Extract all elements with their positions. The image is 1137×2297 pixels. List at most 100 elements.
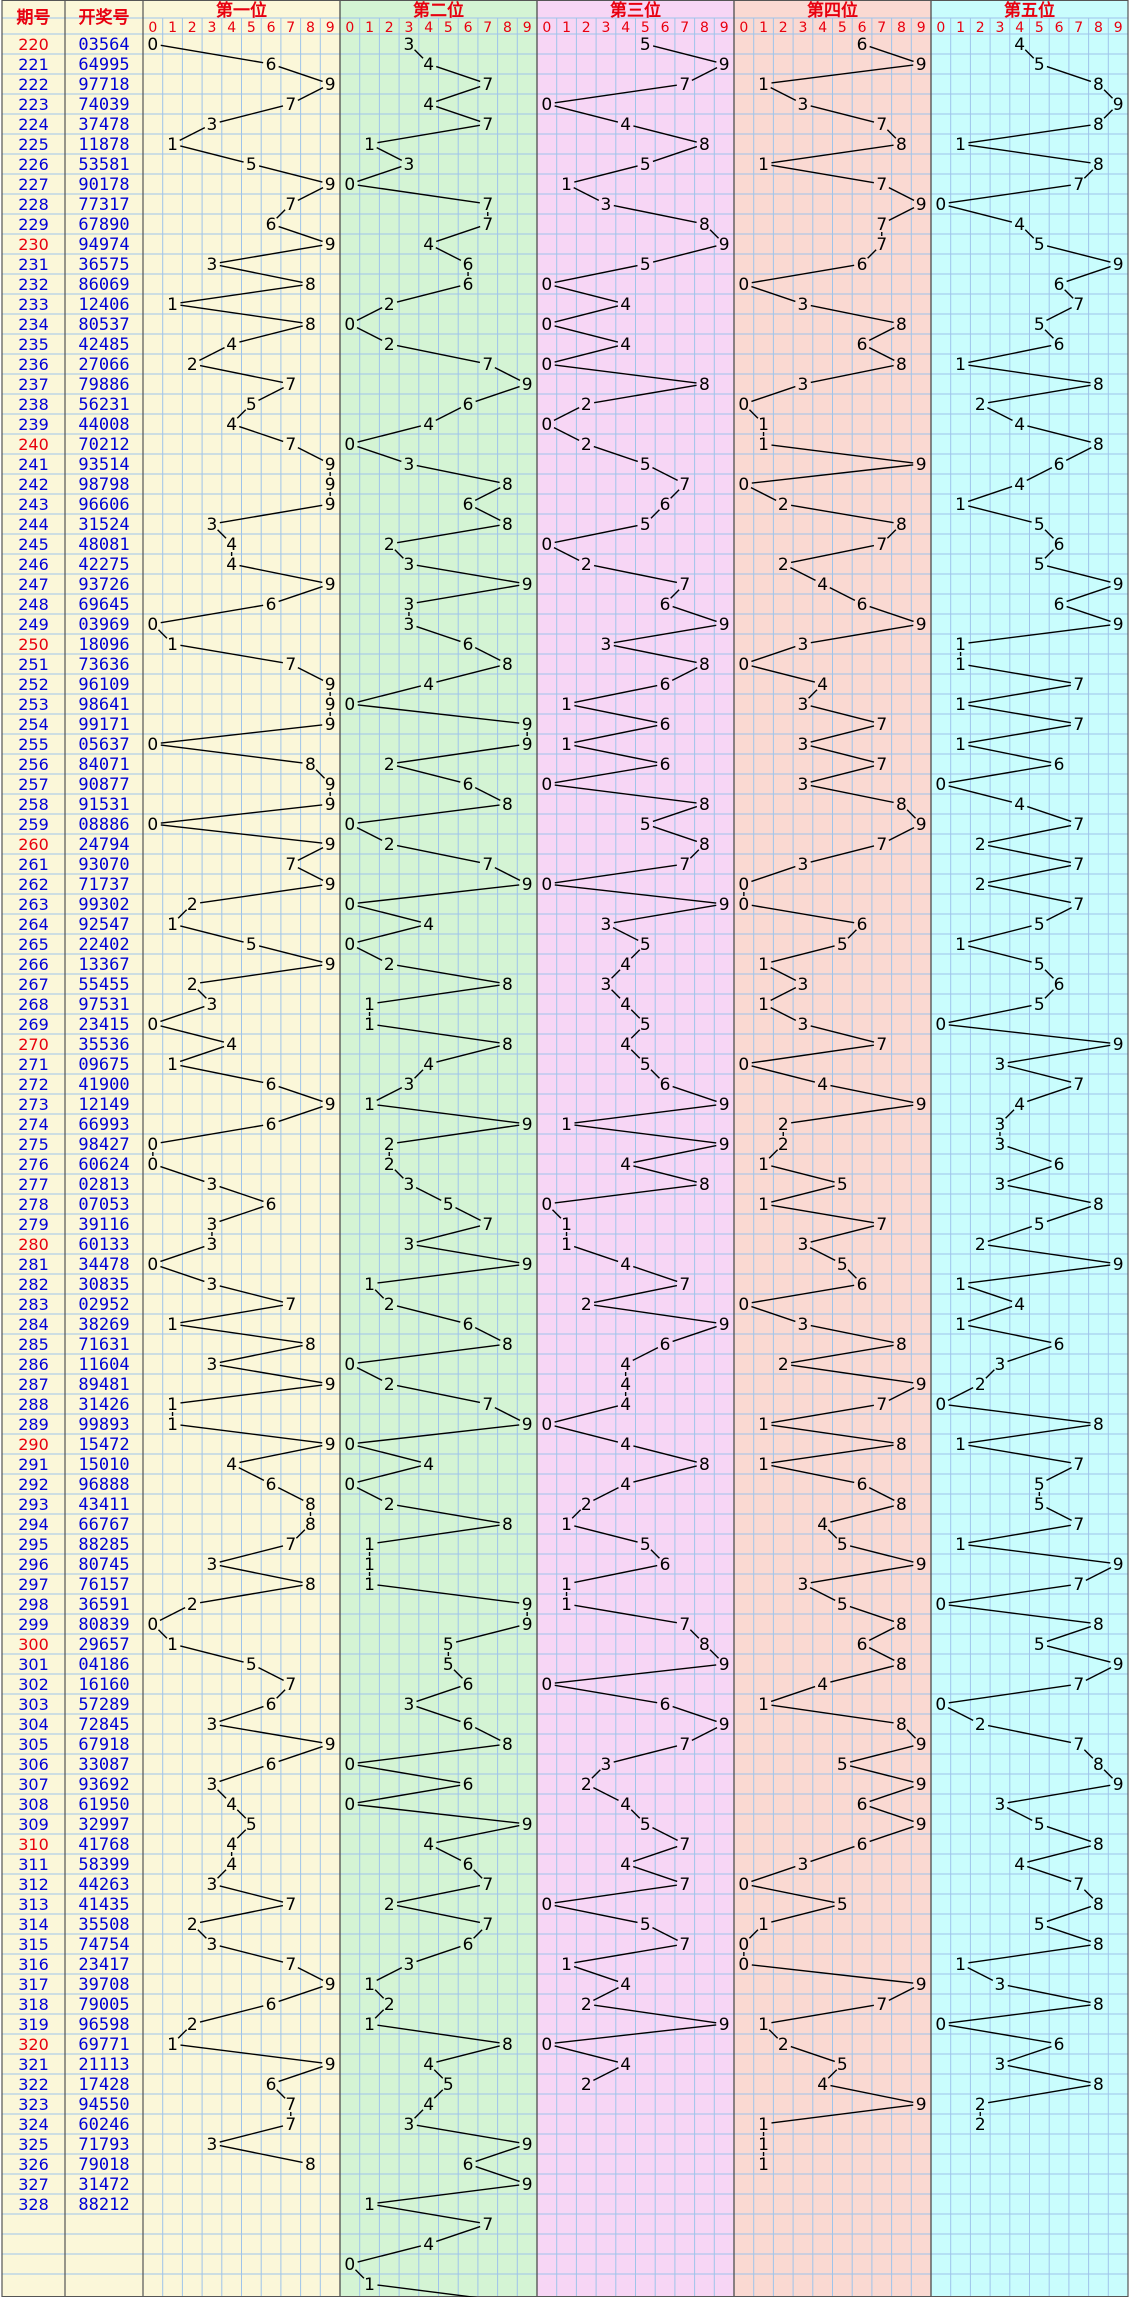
trend-digit: 3 [798,635,809,655]
trend-segment [1027,1845,1091,1863]
trend-segment [236,1829,247,1839]
trend-digit: 3 [207,1875,218,1895]
trend-segment [987,824,1072,844]
trend-digit: 9 [916,1815,927,1835]
trend-digit: 3 [404,2115,415,2135]
trend-segment [830,1505,894,1523]
trend-digit: 5 [837,2055,848,2075]
trend-segment [748,409,759,419]
period-cell: 325 [18,2135,49,2154]
trend-segment [180,1064,264,1084]
trend-segment [200,964,323,984]
position-header-3: 第三位 [610,0,661,21]
trend-digit: 3 [207,1355,218,1375]
trend-digit: 1 [167,295,178,315]
trend-segment [377,1264,520,1284]
period-cell: 265 [18,935,49,954]
number-cell: 09675 [78,1055,129,1075]
trend-digit: 5 [1034,1475,1045,1495]
trend-digit: 8 [502,1335,513,1355]
trend-digit: 2 [975,2115,986,2135]
trend-digit: 3 [207,1775,218,1795]
digit-header: 6 [661,20,670,36]
trend-segment [968,925,1032,943]
trend-segment [809,1586,836,1602]
trend-digit: 2 [581,435,592,455]
trend-segment [771,1404,874,1424]
trend-segment [357,1784,461,1804]
trend-digit: 6 [266,215,277,235]
trend-digit: 7 [1073,895,1084,915]
period-cell: 266 [18,955,49,974]
trend-segment [771,1704,894,1724]
trend-segment [160,604,264,624]
trend-segment [554,1425,619,1443]
period-cell: 308 [18,1795,49,1814]
number-cell: 92547 [78,915,129,935]
trend-segment [199,346,225,362]
period-cell: 243 [18,495,49,514]
digit-header: 7 [286,20,295,36]
trend-digit: 1 [758,155,769,175]
trend-digit: 7 [285,1535,296,1555]
trend-digit: 0 [541,535,552,555]
number-cell: 69771 [78,2035,129,2055]
period-cell: 225 [18,135,49,154]
period-cell: 226 [18,155,49,174]
trend-segment [906,1729,917,1739]
trend-digit: 9 [719,235,730,255]
period-cell: 236 [18,355,49,374]
trend-segment [751,464,914,484]
trend-digit: 9 [1113,1555,1124,1575]
number-cell: 91531 [78,795,129,815]
trend-digit: 9 [522,875,533,895]
period-cell: 252 [18,675,49,694]
trend-segment [771,1165,835,1183]
trend-digit: 2 [384,955,395,975]
trend-digit: 9 [325,575,336,595]
trend-digit: 9 [325,2055,336,2075]
trend-segment [847,929,857,939]
trend-segment [554,2045,619,2063]
trend-segment [1046,1645,1111,1663]
trend-segment [593,1486,619,1502]
trend-digit: 5 [640,1535,651,1555]
trend-digit: 5 [1034,555,1045,575]
trend-digit: 0 [344,935,355,955]
number-cell: 97718 [78,75,129,95]
trend-segment [315,769,326,779]
period-cell: 322 [18,2075,49,2094]
trend-digit: 8 [305,1495,316,1515]
trend-digit: 4 [1014,415,1025,435]
digit-header: 0 [542,20,551,36]
number-cell: 97531 [78,995,129,1015]
trend-digit: 7 [876,1035,887,1055]
trend-segment [771,2004,874,2024]
period-cell: 283 [18,1295,49,1314]
trend-segment [258,386,284,402]
trend-digit: 0 [935,1015,946,1035]
trend-segment [948,1604,1091,1624]
digit-header: 8 [897,20,906,36]
number-cell: 90178 [78,175,129,195]
trend-digit: 1 [364,2275,375,2295]
trend-segment [630,1809,641,1819]
trend-digit: 7 [482,1875,493,1895]
trend-segment [748,1929,759,1939]
trend-segment [849,1745,914,1763]
period-cell: 235 [18,335,49,354]
trend-digit: 8 [1093,1995,1104,2015]
position-header-2: 第二位 [413,0,464,21]
trend-segment [1046,1825,1092,1843]
number-cell: 60246 [78,2115,129,2135]
trend-segment [968,624,1111,644]
trend-segment [1007,2045,1052,2063]
digit-header: 6 [1055,20,1064,36]
trend-segment [258,1666,284,1682]
trend-segment [551,1209,562,1219]
trend-digit: 7 [679,75,690,95]
period-cell: 304 [18,1715,49,1734]
trend-segment [219,244,323,264]
trend-digit: 3 [207,1235,218,1255]
trend-segment [356,326,383,342]
